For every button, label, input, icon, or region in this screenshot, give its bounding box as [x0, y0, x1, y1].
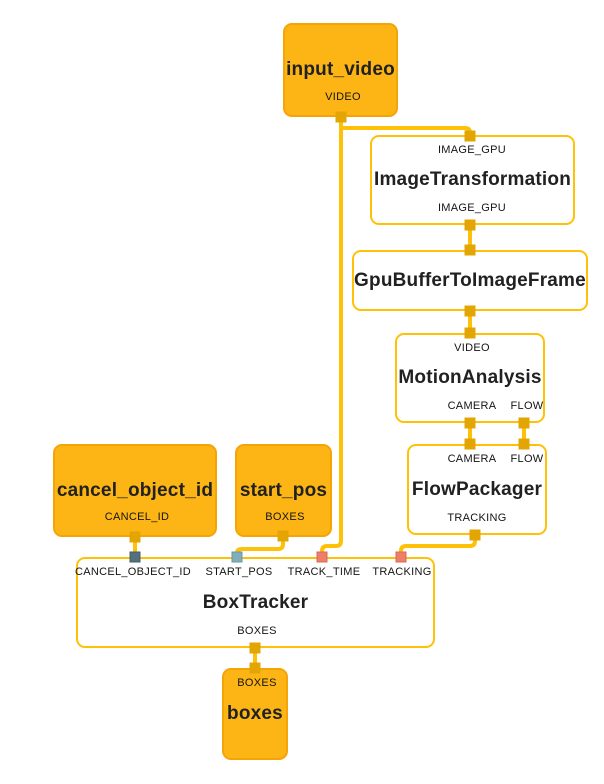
output-port-label-flow: FLOW	[510, 400, 544, 412]
output-port-label-camera: CAMERA	[447, 400, 497, 412]
node-input-video[interactable]: input_video VIDEO	[283, 23, 398, 117]
node-flowpackager[interactable]: CAMERA FLOW FlowPackager TRACKING	[407, 444, 547, 535]
input-port-label-image-gpu: IMAGE_GPU	[437, 144, 507, 156]
node-start-pos[interactable]: start_pos BOXES	[235, 444, 332, 537]
edge-start-pos-to-boxtracker	[235, 536, 285, 557]
port-gpubuffertoimageframe-out[interactable]	[464, 305, 476, 317]
node-imagetransformation[interactable]: IMAGE_GPU ImageTransformation IMAGE_GPU	[370, 135, 575, 225]
port-cancel-object-id-out-cancel-id[interactable]	[129, 531, 141, 543]
output-port-label-video: VIDEO	[325, 91, 361, 103]
input-port-label-camera: CAMERA	[447, 453, 497, 465]
node-title: GpuBufferToImageFrame	[354, 269, 586, 291]
port-boxtracker-out-boxes[interactable]	[249, 642, 261, 654]
node-title: FlowPackager	[411, 478, 543, 500]
port-flowpackager-out-tracking[interactable]	[469, 529, 481, 541]
port-imagetransformation-in-image-gpu[interactable]	[464, 130, 476, 142]
port-gpubuffertoimageframe-in[interactable]	[464, 244, 476, 256]
port-flowpackager-in-flow[interactable]	[518, 438, 530, 450]
node-title: cancel_object_id	[56, 479, 214, 501]
node-title: ImageTransformation	[373, 169, 571, 190]
node-gpubuffertoimageframe[interactable]: GpuBufferToImageFrame	[352, 250, 588, 311]
port-boxes-in-boxes[interactable]	[249, 662, 261, 674]
node-boxtracker[interactable]: CANCEL_OBJECT_ID START_POS TRACK_TIME TR…	[74, 557, 435, 648]
output-port-label-cancel-id: CANCEL_ID	[104, 511, 170, 523]
port-imagetransformation-out-image-gpu[interactable]	[464, 219, 476, 231]
port-boxtracker-in-track-time[interactable]	[316, 551, 328, 563]
input-port-label-flow: FLOW	[510, 453, 544, 465]
input-port-label-track-time: TRACK_TIME	[287, 566, 361, 578]
edge-flowpackager-tracking-to-boxtracker	[399, 534, 477, 557]
input-port-label-start-pos: START_POS	[205, 566, 273, 578]
output-port-label-image-gpu: IMAGE_GPU	[437, 202, 507, 214]
port-input-video-out-video[interactable]	[335, 111, 347, 123]
port-motionanalysis-out-flow[interactable]	[518, 417, 530, 429]
input-port-label-tracking: TRACKING	[372, 566, 432, 578]
port-boxtracker-in-tracking[interactable]	[395, 551, 407, 563]
node-motionanalysis[interactable]: VIDEO MotionAnalysis CAMERA FLOW	[395, 333, 545, 423]
output-port-label-tracking: TRACKING	[447, 512, 507, 524]
port-flowpackager-in-camera[interactable]	[464, 438, 476, 450]
output-port-label-boxes: BOXES	[265, 511, 305, 523]
node-title: start_pos	[239, 479, 328, 501]
node-title: input_video	[286, 59, 395, 80]
port-start-pos-out-boxes[interactable]	[277, 530, 289, 542]
port-boxtracker-in-cancel-object-id[interactable]	[129, 551, 141, 563]
node-cancel-object-id[interactable]: cancel_object_id CANCEL_ID	[53, 444, 217, 537]
port-motionanalysis-in-video[interactable]	[464, 327, 476, 339]
node-title: BoxTracker	[202, 591, 309, 613]
input-port-label-cancel-object-id: CANCEL_OBJECT_ID	[74, 566, 192, 578]
node-title: MotionAnalysis	[398, 367, 542, 388]
output-port-label-boxes: BOXES	[237, 625, 277, 637]
node-title: boxes	[227, 703, 283, 724]
port-boxtracker-in-start-pos[interactable]	[231, 551, 243, 563]
input-port-label-boxes: BOXES	[237, 677, 277, 689]
port-motionanalysis-out-camera[interactable]	[464, 417, 476, 429]
node-boxes[interactable]: BOXES boxes	[222, 668, 288, 760]
input-port-label-video: VIDEO	[454, 342, 490, 354]
